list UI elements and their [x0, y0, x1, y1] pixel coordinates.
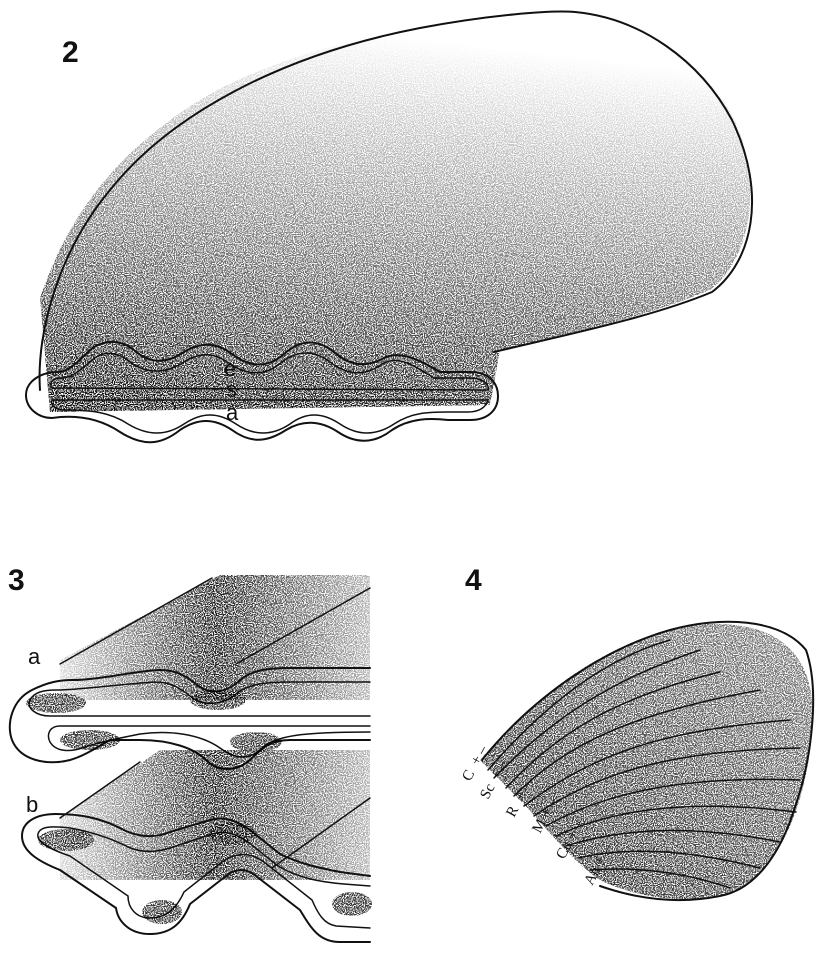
figure-3-number: 3 [8, 564, 25, 597]
figure-3b: b [22, 750, 372, 942]
label-3a: a [28, 644, 41, 669]
label-s: s [226, 377, 237, 402]
figure-3: 3 a b [8, 564, 372, 942]
vein-label-r: R [503, 804, 522, 820]
figure-3a: a [10, 575, 370, 769]
figure-4-number: 4 [465, 564, 482, 597]
label-a: a [226, 400, 239, 425]
vein-label-sc: Sc [477, 781, 498, 802]
figure-2: 2 e s a [26, 12, 752, 443]
figure-4: 4 C + – Sc + – [459, 564, 813, 900]
label-3b: b [26, 792, 38, 817]
figure-2-number: 2 [62, 36, 79, 69]
vein-label-c: C [459, 768, 478, 784]
wing-shading [40, 12, 750, 412]
